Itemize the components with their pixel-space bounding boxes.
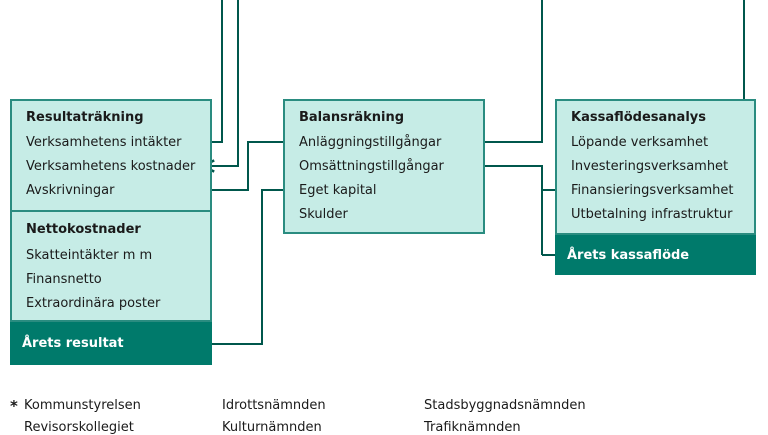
- legend-kommunstyrelsen: Kommunstyrelsen: [24, 398, 141, 413]
- item-omsattningstillgangar: Omsättningstillgångar: [299, 159, 444, 174]
- balansrakning-box: Balansräkning Anläggningstillgångar Omsä…: [283, 99, 485, 234]
- item-anlaggningstillgangar: Anläggningstillgångar: [299, 135, 442, 150]
- item-verksamhetens-intakter: Verksamhetens intäkter: [26, 135, 182, 150]
- item-finansnetto: Finansnetto: [26, 272, 102, 287]
- arrow-arets-resultat-to-eget-kapital: [212, 190, 296, 345]
- resultatrakning-box: Resultaträkning Verksamhetens intäkter V…: [10, 99, 212, 212]
- kassaflodesanalys-box: Kassaflödesanalys Löpande verksamhet Inv…: [555, 99, 756, 235]
- item-investeringsverksamhet: Investeringsverksamhet: [571, 159, 729, 174]
- arets-resultat: Årets resultat: [10, 322, 212, 365]
- legend-idrottsnamnden: Idrottsnämnden: [222, 398, 326, 413]
- balansrakning-title: Balansräkning: [299, 110, 405, 125]
- legend-trafiknamnden: Trafiknämnden: [424, 420, 521, 435]
- legend-revisorskollegiet: Revisorskollegiet: [24, 420, 134, 435]
- item-utbetalning-infrastruktur: Utbetalning infrastruktur: [571, 207, 733, 222]
- item-finansieringsverksamhet: Finansieringsverksamhet: [571, 183, 734, 198]
- item-lopande-verksamhet: Löpande verksamhet: [571, 135, 709, 150]
- item-eget-kapital: Eget kapital: [299, 183, 377, 198]
- kassaflodesanalys-title: Kassaflödesanalys: [571, 110, 706, 125]
- arets-kassaflode: Årets kassaflöde: [555, 235, 756, 275]
- item-avskrivningar: Avskrivningar: [26, 183, 115, 198]
- legend-kulturnamnden: Kulturnämnden: [222, 420, 322, 435]
- item-extraordinara-poster: Extraordinära poster: [26, 296, 161, 311]
- legend-marker: *: [10, 397, 18, 415]
- nettokostnader-box: Nettokostnader Skatteintäkter m m Finans…: [10, 210, 212, 322]
- item-skatteintakter: Skatteintäkter m m: [26, 248, 153, 263]
- nettokostnader-title: Nettokostnader: [26, 222, 141, 237]
- legend-stadsbyggnadsnamnden: Stadsbyggnadsnämnden: [424, 398, 586, 413]
- item-skulder: Skulder: [299, 207, 348, 222]
- resultatrakning-title: Resultaträkning: [26, 110, 144, 125]
- arrow-to-verksamhetens-kostnader: [203, 0, 239, 166]
- item-verksamhetens-kostnader: Verksamhetens kostnader: [26, 159, 196, 174]
